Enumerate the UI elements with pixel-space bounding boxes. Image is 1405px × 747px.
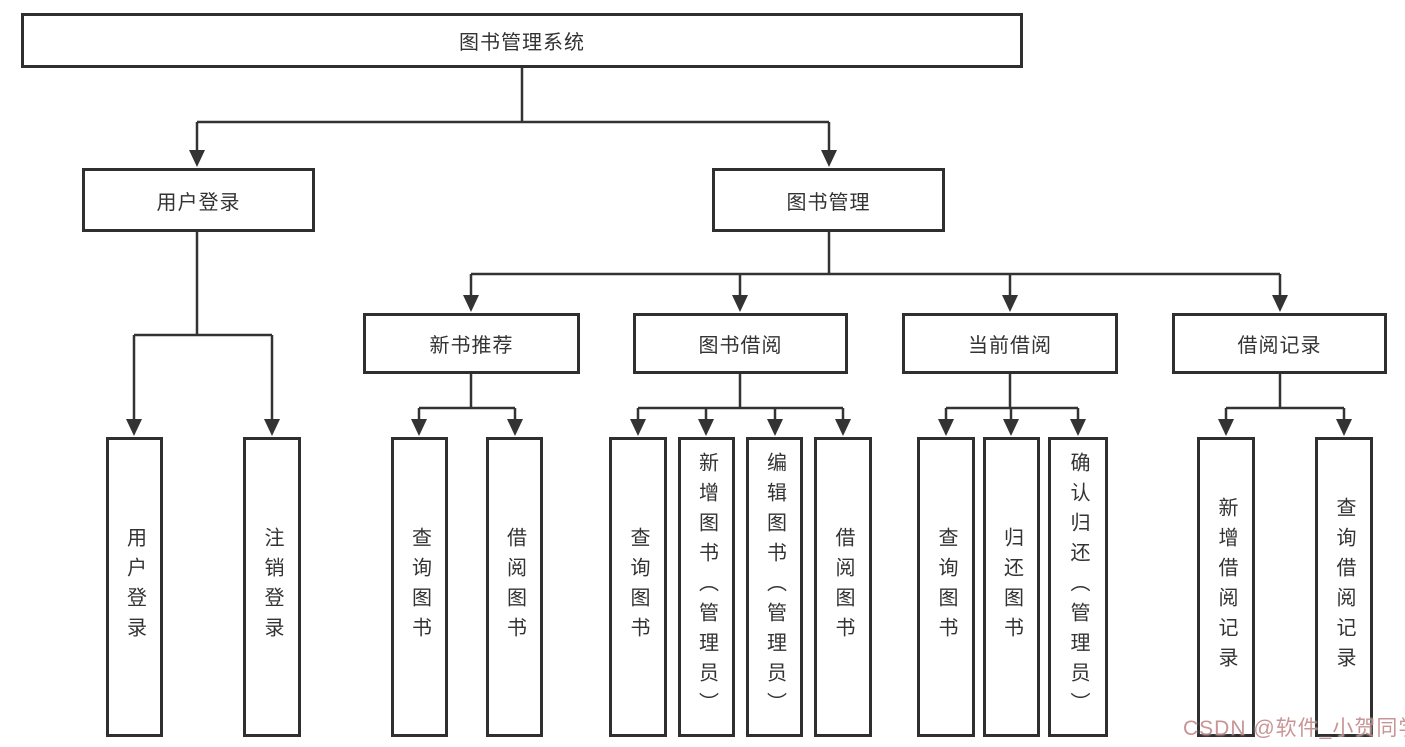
leaf-current-query-books-label: 查询图书 [935, 527, 957, 647]
leaf-confirm-return-admin-label: 确认归还（管理员） [1067, 452, 1089, 722]
root-node-library-system: 图书管理系统 [21, 13, 1023, 68]
leaf-user-login-label: 用户登录 [123, 527, 146, 647]
node-book-borrowing-label: 图书借阅 [698, 335, 783, 357]
leaf-logout: 注销登录 [243, 437, 301, 737]
leaf-recommend-borrow-books: 借阅图书 [486, 437, 543, 737]
leaf-borrowing-borrow-books: 借阅图书 [814, 437, 872, 737]
leaf-edit-books-admin-label: 编辑图书（管理员） [763, 452, 786, 722]
leaf-recommend-query-books: 查询图书 [391, 437, 448, 737]
branch-user-login: 用户登录 [82, 168, 315, 232]
node-book-borrowing: 图书借阅 [633, 313, 848, 374]
leaf-logout-label: 注销登录 [261, 527, 283, 647]
branch-book-management-label: 图书管理 [786, 191, 871, 214]
node-current-borrowing-label: 当前借阅 [968, 335, 1052, 357]
csdn-watermark: CSDN @软件_小贺同学 [1183, 717, 1405, 740]
connector-lines [132, 68, 1346, 421]
root-node-label: 图书管理系统 [459, 32, 585, 54]
branch-user-login-label: 用户登录 [156, 191, 241, 214]
leaf-borrowing-borrow-books-label: 借阅图书 [832, 527, 854, 647]
leaf-query-borrowing-record: 查询借阅记录 [1315, 437, 1373, 737]
leaf-edit-books-admin: 编辑图书（管理员） [746, 437, 803, 737]
branch-book-management: 图书管理 [712, 168, 945, 232]
leaf-query-borrowing-record-label: 查询借阅记录 [1333, 497, 1355, 677]
node-borrowing-records-label: 借阅记录 [1237, 335, 1322, 357]
leaf-user-login: 用户登录 [106, 437, 163, 737]
node-current-borrowing: 当前借阅 [902, 313, 1118, 374]
leaf-borrowing-query-books: 查询图书 [609, 437, 667, 737]
leaf-borrowing-query-books-label: 查询图书 [627, 527, 649, 647]
leaf-return-books-label: 归还图书 [1000, 527, 1023, 647]
leaf-add-borrowing-record: 新增借阅记录 [1197, 437, 1255, 737]
leaf-add-books-admin: 新增图书（管理员） [678, 437, 735, 737]
leaf-return-books: 归还图书 [983, 437, 1040, 737]
leaf-add-books-admin-label: 新增图书（管理员） [695, 452, 718, 722]
leaf-add-borrowing-record-label: 新增借阅记录 [1215, 497, 1237, 677]
leaf-current-query-books: 查询图书 [917, 437, 975, 737]
node-new-book-recommendation-label: 新书推荐 [429, 335, 514, 357]
node-new-book-recommendation: 新书推荐 [363, 313, 580, 374]
leaf-recommend-query-books-label: 查询图书 [408, 527, 431, 647]
leaf-recommend-borrow-books-label: 借阅图书 [503, 527, 526, 647]
leaf-confirm-return-admin: 确认归还（管理员） [1048, 437, 1108, 737]
node-borrowing-records: 借阅记录 [1172, 313, 1387, 374]
